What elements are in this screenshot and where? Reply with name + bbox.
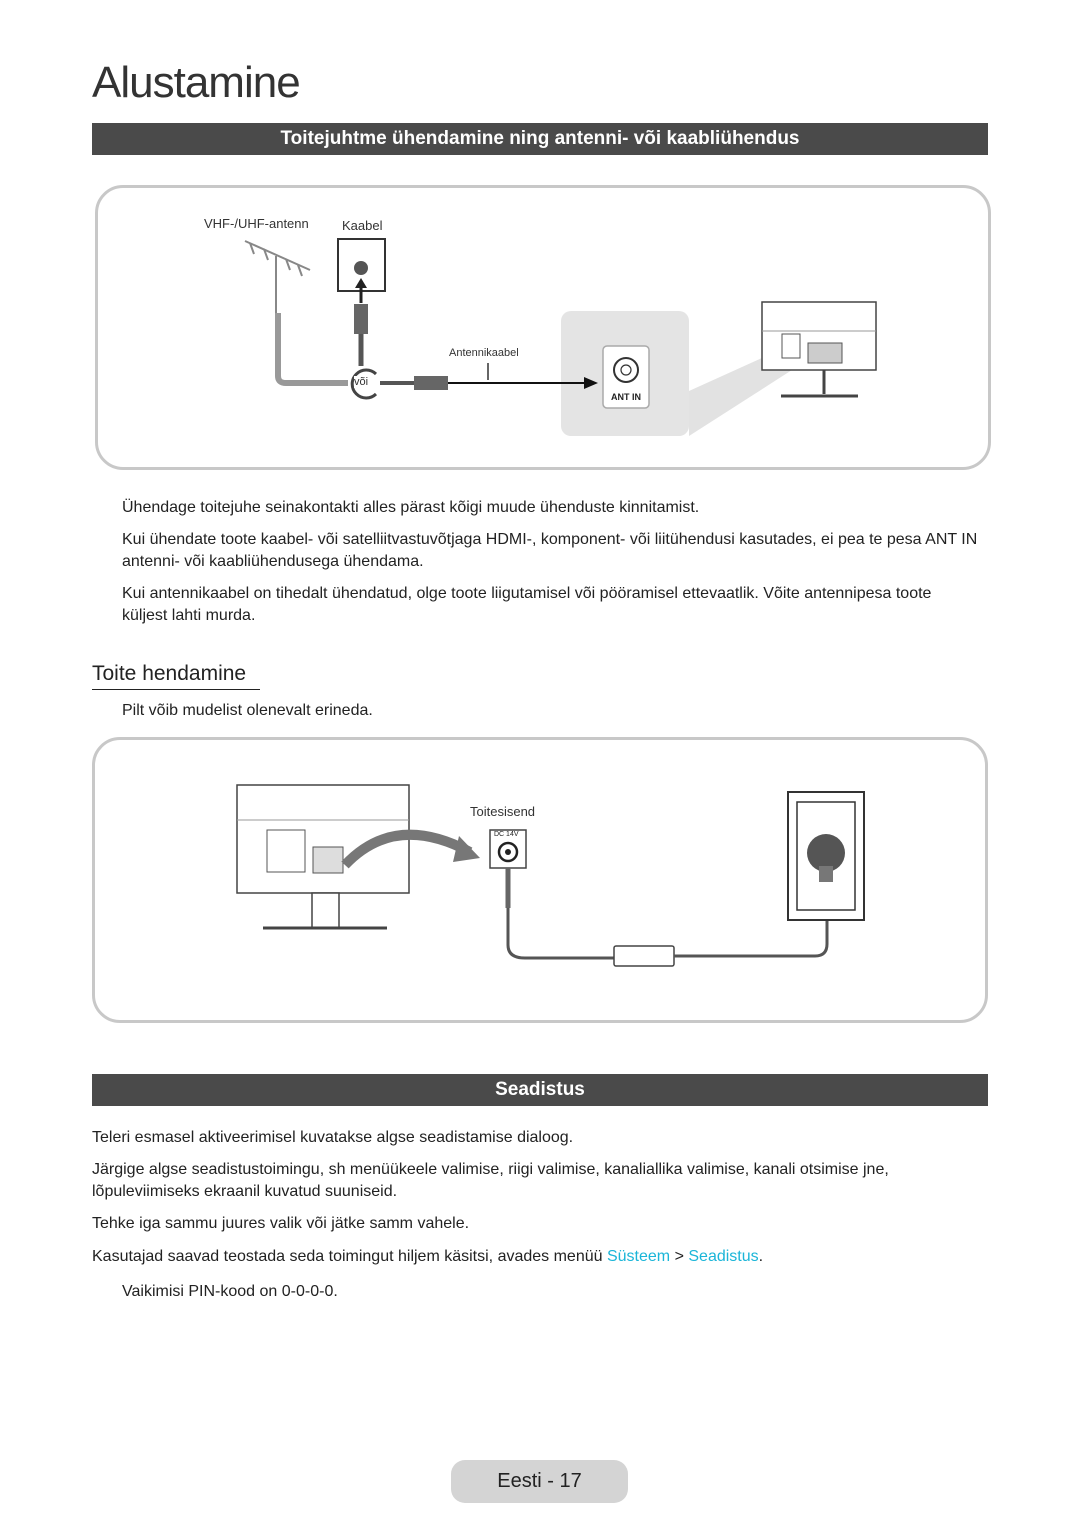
pin-note: Vaikimisi PIN-kood on 0-0-0-0.: [122, 1283, 338, 1300]
wall-plug-icon: [807, 834, 845, 872]
tv-stand-neck: [311, 892, 340, 929]
antenna-icon: [244, 240, 311, 313]
menu-link-setup[interactable]: Seadistus: [688, 1248, 759, 1265]
ant-in-label: ANT IN: [611, 392, 641, 402]
tv-back-ports: [807, 342, 843, 364]
zoom-arrow-curve: [341, 829, 473, 869]
setup-p2: Järgige algse seadistustoimingu, sh menü…: [92, 1161, 889, 1200]
dc-cable: [506, 908, 615, 960]
setup-p4-end: .: [758, 1248, 764, 1265]
coax-connector-vertical: [354, 304, 368, 334]
menu-link-system[interactable]: Süsteem: [606, 1248, 671, 1265]
note-3: Kui antennikaabel on tihedalt ühendatud,…: [122, 585, 932, 624]
note-2: Kui ühendate toote kaabel- või satelliit…: [122, 531, 978, 570]
tv-back-panel: [781, 333, 801, 359]
model-note: Pilt võib mudelist olenevalt erineda.: [122, 702, 373, 719]
ac-cable: [674, 875, 829, 958]
cable-outlet-socket: [354, 261, 368, 275]
page-number: Eesti - 17: [451, 1460, 628, 1503]
antennacable-label: Antennikaabel: [449, 347, 519, 359]
antenna-cable: [275, 313, 348, 386]
ant-in-socket-inner: [620, 364, 632, 376]
arrow-up-head: [355, 278, 367, 288]
section-heading-antenna: Toitejuhtme ühendamine ning antenni- või…: [92, 123, 988, 155]
dc-label: DC 14V: [494, 831, 519, 838]
tv-back-ports: [312, 846, 344, 874]
zoom-arrow-icon: [453, 836, 480, 862]
power-adapter-icon: [613, 945, 675, 967]
or-junction-icon: [350, 368, 378, 400]
menu-separator: >: [674, 1248, 684, 1265]
setup-p4-text: Kasutajad saavad teostada seda toimingut…: [92, 1248, 603, 1265]
note-1: Ühendage toitejuhe seinakontakti alles p…: [122, 499, 700, 516]
cable-label: Kaabel: [342, 218, 383, 233]
antenna-diagram: VHF-/UHF-antenn Kaabel Antennikaabel või…: [95, 185, 991, 470]
setup-p1: Teleri esmasel aktiveerimisel kuvatakse …: [92, 1129, 574, 1146]
section-heading-setup: Seadistus: [92, 1074, 988, 1106]
dc-socket-pin: [505, 849, 511, 855]
setup-p4: Kasutajad saavad teostada seda toimingut…: [92, 1246, 980, 1268]
power-input-label: Toitesisend: [470, 804, 536, 819]
power-subheading: Toite hendamine: [92, 662, 261, 690]
power-diagram-drawing: [236, 784, 865, 967]
antenna-diagram-drawing: [244, 238, 877, 436]
or-label: või: [354, 376, 369, 388]
wall-plug-stem: [819, 866, 833, 882]
page-title: Alustamine: [92, 58, 301, 107]
setup-p3: Tehke iga sammu juures valik või jätke s…: [92, 1215, 470, 1232]
coax-connector-horizontal: [414, 376, 448, 390]
power-diagram: Toitesisend DC 14V: [92, 737, 988, 1023]
tv-back-panel: [266, 829, 306, 873]
antenna-label: VHF-/UHF-antenn: [204, 216, 309, 231]
arrow-right-icon: [584, 377, 598, 389]
